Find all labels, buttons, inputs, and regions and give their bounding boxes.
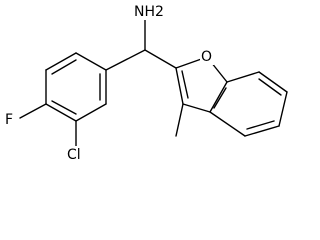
fluorine-label: F [5,112,13,128]
bond [258,71,288,93]
bond [209,111,246,137]
double-bond-inner [181,70,189,99]
bond [226,71,260,83]
atom-label-amine: NH2 [134,4,164,20]
bond-methyl [175,103,184,137]
benzo-ring [209,71,288,137]
double-bond-inner [213,87,227,109]
amine-label: NH2 [134,4,164,20]
structure-canvas: NH2 O F Cl [5,4,288,163]
bond-c3-c2 [175,67,184,105]
bond-c3a-c3 [182,103,211,113]
double-bond-inner [258,78,282,96]
bond [45,52,77,71]
bond-c7a-c3a [209,81,228,113]
oxygen-label: O [201,49,212,65]
molecule-structure: NH2 O F Cl [5,4,288,163]
double-bond-inner [51,100,77,115]
chlorine-label: Cl [67,147,81,163]
double-bond-inner [51,59,77,75]
bond [75,52,107,71]
bond [45,103,77,122]
bond [244,125,280,137]
bond-c-f [19,103,47,119]
atom-label-oxygen: O [200,49,214,65]
double-bond-inner [246,120,275,130]
atom-label-chlorine: Cl [67,146,87,163]
bond-ch-furan [144,49,177,69]
bond [278,91,288,127]
bond [75,103,107,122]
bond-ring-ch [105,49,146,71]
atom-label-fluorine: F [5,112,17,128]
furan-ring [175,56,228,113]
chlorofluorophenyl-ring [45,52,107,122]
